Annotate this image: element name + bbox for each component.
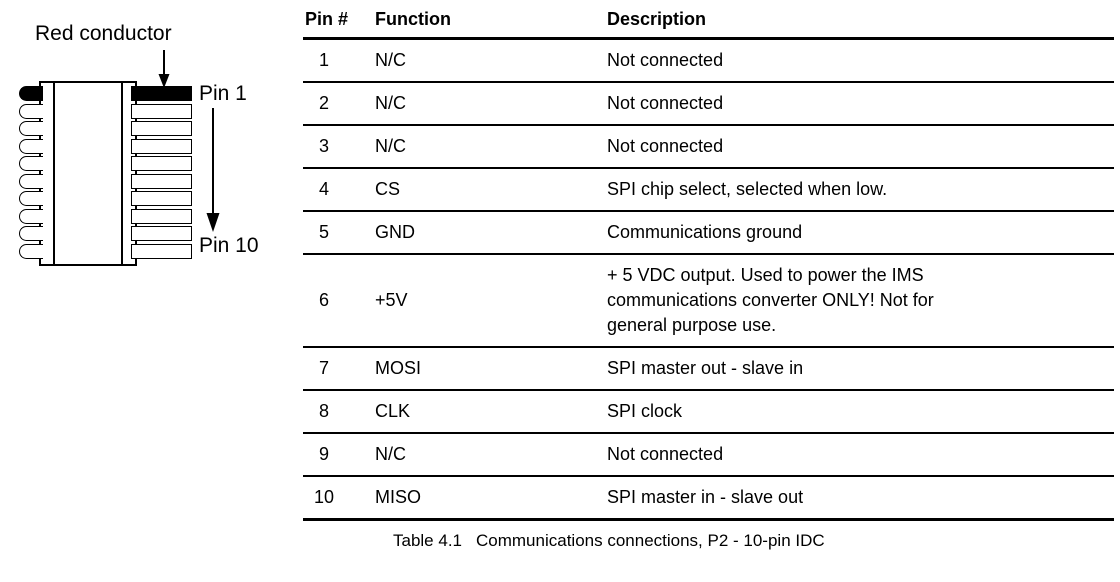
cell-function: CLK bbox=[361, 390, 593, 434]
cell-function: N/C bbox=[361, 82, 593, 126]
cell-function: N/C bbox=[361, 125, 593, 169]
cell-function: CS bbox=[361, 168, 593, 212]
red-conductor-arrow-icon bbox=[158, 50, 170, 88]
cell-function: N/C bbox=[361, 38, 593, 83]
cell-description: SPI master in - slave out bbox=[593, 476, 1114, 521]
connector-right-bar-8 bbox=[131, 208, 192, 224]
cell-function: MISO bbox=[361, 476, 593, 521]
cell-description: SPI master out - slave in bbox=[593, 347, 1114, 391]
connector-right-bar-3 bbox=[131, 121, 192, 136]
cell-pin-number: 3 bbox=[303, 125, 361, 169]
cell-pin-number: 9 bbox=[303, 433, 361, 477]
connector-left-pad-4 bbox=[19, 138, 43, 154]
table-header: Pin # Function Description bbox=[303, 0, 1114, 40]
connector-body bbox=[39, 81, 137, 266]
connector-left-pad-5 bbox=[19, 156, 43, 171]
cell-pin-number: 2 bbox=[303, 82, 361, 126]
table-header-row: Pin # Function Description bbox=[303, 0, 1114, 40]
description-line: Communications ground bbox=[607, 222, 803, 242]
connector-right-bar-2 bbox=[131, 103, 192, 119]
column-header-pin: Pin # bbox=[303, 0, 361, 40]
cell-pin-number: 8 bbox=[303, 390, 361, 434]
connector-left-pad-8 bbox=[19, 208, 43, 224]
connector-left-pin-pads bbox=[19, 86, 43, 261]
description-line: Not connected bbox=[607, 136, 724, 156]
cell-function: MOSI bbox=[361, 347, 593, 391]
pin-1-label: Pin 1 bbox=[199, 82, 247, 105]
cell-description: Not connected bbox=[593, 38, 1114, 83]
cell-pin-number: 7 bbox=[303, 347, 361, 391]
description-line: SPI chip select, selected when low. bbox=[607, 179, 888, 199]
pin-10-label: Pin 10 bbox=[199, 234, 259, 257]
description-line: Not connected bbox=[607, 93, 724, 113]
cell-description: Not connected bbox=[593, 82, 1114, 126]
description-line: general purpose use. bbox=[607, 315, 777, 335]
cell-description: + 5 VDC output. Used to power the IMS com… bbox=[593, 254, 1114, 348]
red-conductor-label: Red conductor bbox=[35, 22, 172, 45]
connector-right-bar-6 bbox=[131, 173, 192, 189]
connector-left-pad-6 bbox=[19, 173, 43, 189]
cell-pin-number: 1 bbox=[303, 38, 361, 83]
connector-body-strip-left bbox=[53, 83, 55, 264]
connector-body-strip-right bbox=[121, 83, 123, 264]
connector-right-bar-4 bbox=[131, 138, 192, 154]
cell-description: Not connected bbox=[593, 125, 1114, 169]
connector-right-pin-bars bbox=[131, 86, 192, 261]
description-line: SPI clock bbox=[607, 401, 683, 421]
pin-order-arrow-icon bbox=[206, 108, 220, 232]
cell-description: SPI chip select, selected when low. bbox=[593, 168, 1114, 212]
table-caption-label: Table 4.1 bbox=[393, 531, 462, 550]
cell-function: N/C bbox=[361, 433, 593, 477]
connector-right-bar-10 bbox=[131, 243, 192, 259]
cell-description: Communications ground bbox=[593, 211, 1114, 255]
connector-left-pad-2 bbox=[19, 103, 43, 119]
column-header-function: Function bbox=[361, 0, 593, 40]
cell-pin-number: 10 bbox=[303, 476, 361, 521]
connector-left-pad-3 bbox=[19, 121, 43, 136]
cell-description: Not connected bbox=[593, 433, 1114, 477]
description-line: SPI master in - slave out bbox=[607, 487, 804, 507]
cell-function: GND bbox=[361, 211, 593, 255]
description-line: + 5 VDC output. Used to power the IMS bbox=[607, 265, 924, 285]
cell-pin-number: 4 bbox=[303, 168, 361, 212]
cell-pin-number: 6 bbox=[303, 254, 361, 348]
connector-right-bar-9 bbox=[131, 226, 192, 241]
column-header-description: Description bbox=[593, 0, 1114, 40]
cell-function: +5V bbox=[361, 254, 593, 348]
connector-right-bar-1 bbox=[131, 86, 192, 101]
table-caption: Table 4.1 Communications connections, P2 … bbox=[393, 531, 825, 551]
connector-right-bar-5 bbox=[131, 156, 192, 171]
cell-pin-number: 5 bbox=[303, 211, 361, 255]
connector-left-pad-9 bbox=[19, 226, 43, 241]
table-row: 6+5V+ 5 VDC output. Used to power the IM… bbox=[303, 254, 1114, 348]
description-line: SPI master out - slave in bbox=[607, 358, 804, 378]
connector-diagram: Red conductor Pin 1 Pin 10 bbox=[0, 0, 300, 290]
cell-description: SPI clock bbox=[593, 390, 1114, 434]
connector-right-bar-7 bbox=[131, 191, 192, 206]
table-caption-text: Communications connections, P2 - 10-pin … bbox=[476, 531, 825, 550]
connector-left-pad-7 bbox=[19, 191, 43, 206]
description-line: communications converter ONLY! Not for bbox=[607, 290, 934, 310]
description-line: Not connected bbox=[607, 50, 724, 70]
description-line: Not connected bbox=[607, 444, 724, 464]
connector-left-pad-10 bbox=[19, 243, 43, 259]
connector-left-pad-1 bbox=[19, 86, 43, 101]
